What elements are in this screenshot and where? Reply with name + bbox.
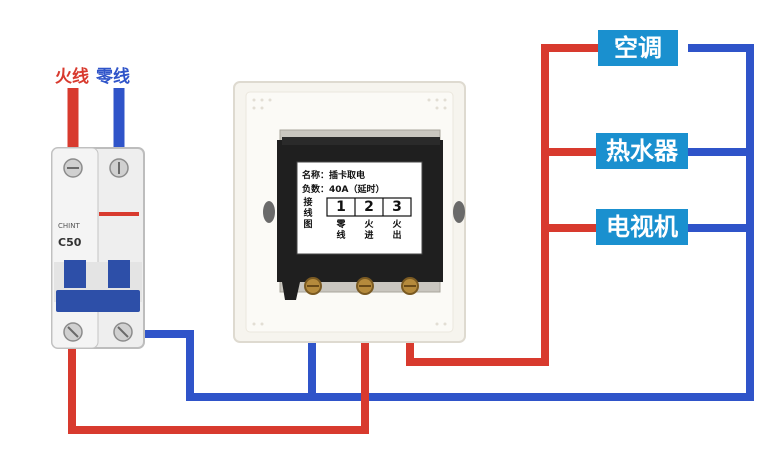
breaker-model: C50 <box>58 236 82 249</box>
breaker-brand: CHINT <box>58 222 80 230</box>
mount-slot-right <box>453 201 465 223</box>
terminal-3-number: 3 <box>392 199 402 215</box>
terminal-2-desc: 火进 <box>364 220 374 241</box>
load-air-conditioner: 空调 <box>598 30 678 66</box>
circuit-breaker <box>51 147 145 349</box>
live-wire-to-switch <box>68 288 369 434</box>
neutral-wire-label: 零线 <box>96 67 130 87</box>
switch-params-line: 负数：40A（延时） <box>302 185 385 195</box>
neutral-wire-to-loads <box>190 44 754 401</box>
breaker-handle <box>56 290 140 312</box>
terminal-3-desc: 火出 <box>392 220 402 241</box>
terminal-1-desc: 零线 <box>336 220 346 241</box>
wiring-label: 接线图 <box>303 198 313 230</box>
wall-switch <box>233 81 466 343</box>
switch-name-line: 名称：插卡取电 <box>302 171 366 181</box>
live-wire-label: 火线 <box>55 67 89 87</box>
terminal-screws <box>304 277 419 295</box>
terminal-2-number: 2 <box>364 199 374 215</box>
wiring-sticker <box>296 161 423 255</box>
load-television: 电视机 <box>596 209 688 245</box>
terminal-1-number: 1 <box>336 199 346 215</box>
mount-slot-left <box>263 201 275 223</box>
load-water-heater: 热水器 <box>596 133 688 169</box>
